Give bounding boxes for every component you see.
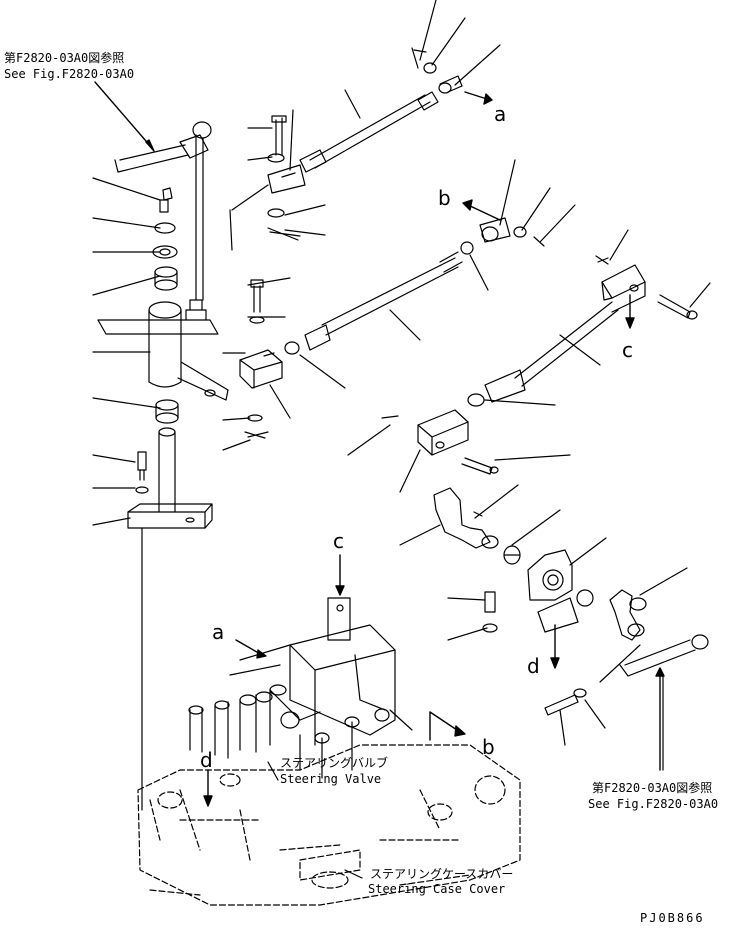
ref-top-left-jp: 第F2820-03A0図参照 xyxy=(4,51,125,65)
steering-case-cover xyxy=(138,745,520,905)
left-lever-stack xyxy=(98,122,228,810)
arrows xyxy=(95,82,664,806)
letter-a-top: a xyxy=(494,102,507,126)
ref-top-left-en: See Fig.F2820-03A0 xyxy=(4,67,135,81)
case-cover-en: Steering Case Cover xyxy=(368,882,506,896)
leader-lines-right xyxy=(300,0,710,745)
leader-lines-left xyxy=(93,110,325,525)
figure-id: PJ0B866 xyxy=(640,911,705,925)
ref-bottom-right-jp: 第F2820-03A0図参照 xyxy=(592,781,713,795)
letter-c-lower: c xyxy=(333,529,344,553)
letter-a-lower: a xyxy=(212,620,225,644)
steering-valve-body xyxy=(189,598,412,778)
right-control-rod xyxy=(468,256,697,406)
case-cover-jp: ステアリングケースカバー xyxy=(370,867,514,881)
letter-d-lower: d xyxy=(200,748,213,772)
middle-control-rod xyxy=(285,218,544,354)
steering-valve-jp: ステアリングバルブ xyxy=(280,756,389,770)
ref-bottom-right-en: See Fig.F2820-03A0 xyxy=(588,797,719,811)
middle-bracket xyxy=(240,280,282,438)
letter-b-lower: b xyxy=(482,735,495,759)
letter-c-right: c xyxy=(622,338,633,362)
letter-b-mid: b xyxy=(438,186,451,210)
callout-leaders xyxy=(268,762,362,878)
letter-d-right: d xyxy=(527,654,540,678)
upper-control-rod xyxy=(230,48,462,250)
steering-valve-en: Steering Valve xyxy=(280,772,382,786)
lower-right-lever xyxy=(382,410,708,770)
